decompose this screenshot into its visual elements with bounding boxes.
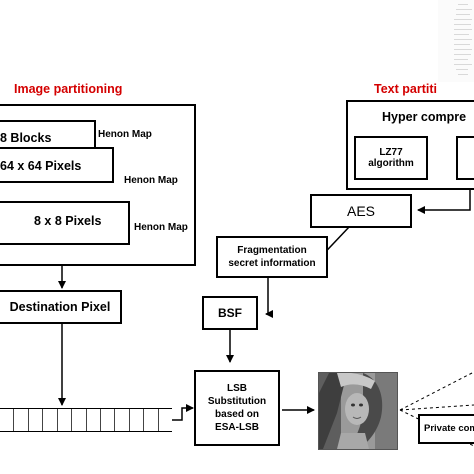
henon-map-label-1: Henon Map: [98, 129, 152, 140]
pixels-8-box: [0, 201, 130, 245]
arrow-strip-to-lsb: [172, 404, 194, 421]
image-partitioning-heading: Image partitioning: [14, 82, 123, 96]
lz77-box: LZ77 algorithm: [354, 136, 428, 180]
pixels-64-box: [0, 147, 114, 183]
lsb-line1: LSB: [227, 383, 247, 394]
lsb-line4: ESA-LSB: [215, 422, 259, 433]
henon-map-label-2: Henon Map: [124, 175, 178, 186]
stego-image: [318, 372, 398, 450]
private-communication-label: Private comm: [424, 423, 474, 434]
blocks-label: 8 Blocks: [0, 131, 52, 145]
pixel-strip: [0, 408, 172, 432]
lsb-line2: Substitution: [207, 396, 267, 407]
arrow-to-aes: [417, 188, 471, 214]
fragmentation-box: Fragmentation secret information: [216, 236, 328, 278]
document-thumbnail: [438, 0, 474, 82]
pixels-64-label: 64 x 64 Pixels: [0, 159, 82, 173]
dashed-line-middle: [399, 404, 474, 411]
text-partitioning-heading: Text partiti: [374, 82, 437, 96]
dashed-line-upper: [399, 371, 474, 411]
stego-image-drawing: [319, 373, 397, 449]
fragmentation-line2: secret information: [228, 258, 316, 269]
fragmentation-line1: Fragmentation: [237, 244, 307, 256]
lsb-substitution-box: LSB Substitution based on ESA-LSB: [194, 370, 280, 446]
second-algorithm-box: [456, 136, 474, 180]
lz77-line1: LZ77: [379, 147, 403, 158]
lz77-line2: algorithm: [368, 158, 414, 169]
aes-box: AES: [310, 194, 412, 228]
bsf-box: BSF: [202, 296, 258, 330]
lsb-line3: based on: [215, 409, 259, 420]
destination-pixel-box: Destination Pixel: [0, 290, 122, 324]
henon-map-label-3: Henon Map: [134, 222, 188, 233]
private-communication-box: [418, 414, 474, 444]
pixels-8-label: 8 x 8 Pixels: [34, 214, 102, 228]
hyper-compression-label: Hyper compre: [382, 110, 467, 124]
arrow-fragmentation-to-bsf: [265, 278, 273, 318]
